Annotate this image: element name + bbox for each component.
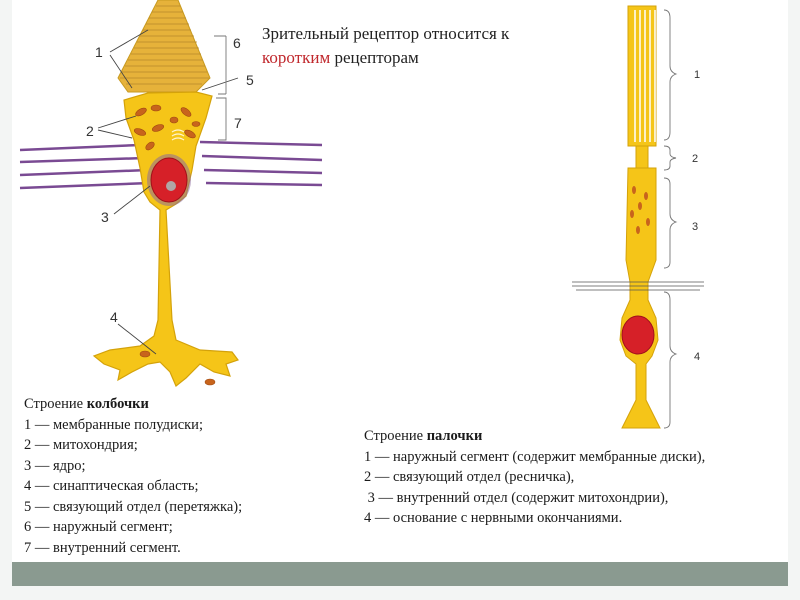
cone-caption-item: 2 — митохондрия;: [24, 437, 138, 453]
cone-fibers: [19, 140, 323, 190]
cone-nucleus: [150, 157, 188, 203]
rod-caption-title: Строение палочки: [364, 426, 784, 447]
cone-nucleolus: [166, 181, 176, 191]
footer-bar: [12, 562, 788, 586]
cone-label-3: 3: [101, 209, 109, 225]
cone-mitochondria: [133, 104, 216, 386]
heading-suffix: рецепторам: [330, 48, 419, 67]
cone-caption-item: 6 — наружный сегмент;: [24, 519, 173, 535]
cone-leaders: [97, 29, 239, 355]
rod-caption: Строение палочки 1 — наружный сегмент (с…: [364, 426, 784, 529]
cone-caption-title-prefix: Строение: [24, 396, 87, 412]
rod-mitochondria: [630, 186, 650, 234]
rod-label-1: 1: [694, 69, 700, 81]
cone-label-1: 1: [95, 44, 103, 60]
rod-caption-title-prefix: Строение: [364, 428, 427, 444]
cone-caption-item: 7 — внутренний сегмент.: [24, 539, 181, 556]
cone-membrane-disks: [120, 5, 209, 85]
cone-caption-item: 5 — связующий отдел (перетяжка);: [24, 498, 243, 515]
rod-connecting-cilium: [635, 145, 649, 169]
cone-caption: Строение колбочки 1 — мембранные полудис…: [24, 394, 354, 558]
rod-caption-title-bold: палочки: [426, 428, 483, 444]
rod-caption-item: 4 — основание с нервными окончаниями.: [364, 510, 623, 526]
cone-label-6: 6: [233, 35, 241, 51]
rod-inner-segment: [619, 167, 661, 429]
slide-heading: Зрительный рецептор относится к коротким…: [262, 22, 602, 70]
rod-caption-item: 3 — внутренний отдел (содержит митохондр…: [364, 489, 669, 506]
cone-caption-title: Строение колбочки: [24, 394, 354, 415]
rod-label-3: 3: [692, 221, 698, 233]
rod-label-2: 2: [692, 153, 698, 165]
cone-golgi: [171, 129, 185, 141]
cone-inner-segment: [92, 91, 239, 387]
rod-outer-segment: [627, 5, 657, 147]
heading-accent: коротким: [262, 48, 331, 67]
rod-cell: 1 2 3 4: [572, 5, 704, 429]
cone-label-7: 7: [234, 115, 242, 131]
cone-label-5: 5: [246, 72, 254, 88]
cone-caption-item: 4 — синаптическая область;: [24, 478, 199, 494]
cone-label-4: 4: [110, 309, 118, 325]
rod-brackets: [663, 9, 678, 429]
rod-nucleus: [621, 315, 655, 355]
cone-caption-item: 3 — ядро;: [24, 457, 86, 474]
cone-caption-item: 1 — мембранные полудиски;: [24, 416, 203, 433]
rod-caption-item: 2 — связующий отдел (ресничка),: [364, 469, 575, 485]
heading-prefix: Зрительный рецептор относится к: [262, 24, 510, 43]
cone-label-2: 2: [86, 123, 94, 139]
rod-caption-item: 1 — наружный сегмент (содержит мембранны…: [364, 448, 706, 465]
cone-cell: 1 2 3 4 5 6 7: [19, 0, 323, 387]
cone-caption-title-bold: колбочки: [86, 396, 149, 412]
rod-membrane-lines: [572, 281, 704, 291]
rod-membrane-disks: [634, 10, 656, 142]
rod-label-4: 4: [694, 351, 700, 363]
